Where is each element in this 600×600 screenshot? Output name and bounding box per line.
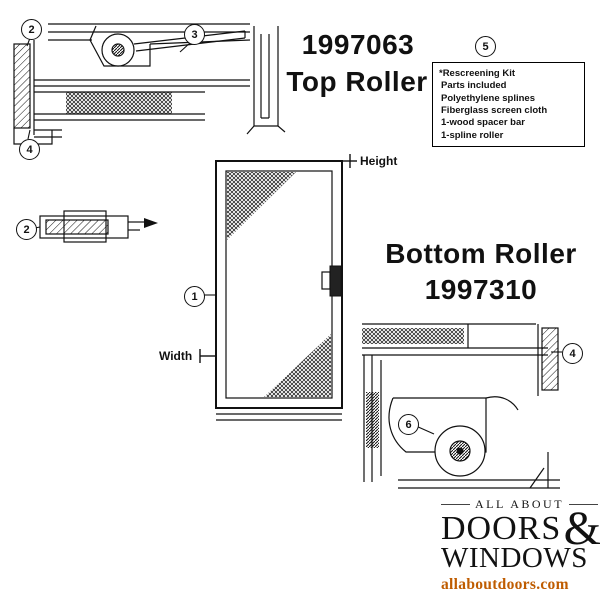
height-label: Height — [360, 154, 398, 168]
logo-doors-line: DOORS & — [441, 505, 600, 553]
callout-3-tension-arm-number: 3 — [191, 28, 198, 41]
logo-word-doors: DOORS — [441, 510, 562, 547]
kit-line-2: Polyethylene splines — [441, 92, 535, 104]
width-label: Width — [159, 349, 193, 363]
callout-2-sill-section: 2 — [16, 219, 37, 240]
top-roller-part-number: 1997063 — [301, 29, 415, 60]
logo-rule-right — [569, 504, 598, 505]
callout-6-bottom-roller: 6 — [398, 414, 419, 435]
callout-4-right-jamb-number: 4 — [569, 347, 576, 360]
logo-word-windows: WINDOWS — [441, 542, 588, 574]
sill-section-diagram — [39, 210, 158, 243]
top-roller-diagram — [13, 23, 286, 145]
kit-line-3: Fiberglass screen cloth — [441, 105, 548, 117]
callout-4-right-jamb: 4 — [562, 343, 583, 364]
bottom-roller-diagram — [362, 323, 560, 489]
callout-2-top-jamb: 2 — [21, 19, 42, 40]
callout-5-kit-number: 5 — [482, 40, 489, 53]
kit-title: *Rescreening Kit — [439, 68, 516, 79]
kit-line-1: Parts included — [441, 80, 507, 92]
callout-1-door-panel-number: 1 — [191, 290, 198, 303]
bottom-roller-part-name: Bottom Roller — [385, 238, 577, 269]
callout-2-top-jamb-number: 2 — [28, 23, 35, 36]
callout-4-jamb-bottom-number: 4 — [26, 143, 33, 156]
logo-website-link[interactable]: allaboutdoors.com — [441, 576, 569, 593]
logo-ampersand: & — [563, 502, 600, 555]
callout-1-door-panel: 1 — [184, 286, 205, 307]
top-roller-part-name: Top Roller — [286, 66, 428, 97]
kit-line-4: 1-wood spacer bar — [441, 117, 525, 129]
callout-3-tension-arm: 3 — [184, 24, 205, 45]
logo-rule-left — [441, 504, 470, 505]
rescreening-kit-box: *Rescreening Kit Parts included Polyethy… — [432, 62, 585, 148]
logo-tagline-text: ALL ABOUT — [474, 497, 565, 511]
logo-tagline: ALL ABOUT — [441, 497, 598, 512]
screen-door-diagram — [199, 154, 357, 421]
callout-4-jamb-bottom: 4 — [19, 139, 40, 160]
bottom-roller-part-number: 1997310 — [424, 274, 538, 305]
kit-line-5: 1-spline roller — [441, 129, 504, 141]
callout-6-bottom-roller-number: 6 — [405, 418, 412, 431]
logo: ALL ABOUT DOORS & WINDOWS allaboutdoors.… — [441, 497, 600, 594]
callout-2-sill-section-number: 2 — [23, 223, 30, 236]
callout-5-kit: 5 — [475, 36, 496, 57]
callout-leaders — [26, 37, 562, 435]
